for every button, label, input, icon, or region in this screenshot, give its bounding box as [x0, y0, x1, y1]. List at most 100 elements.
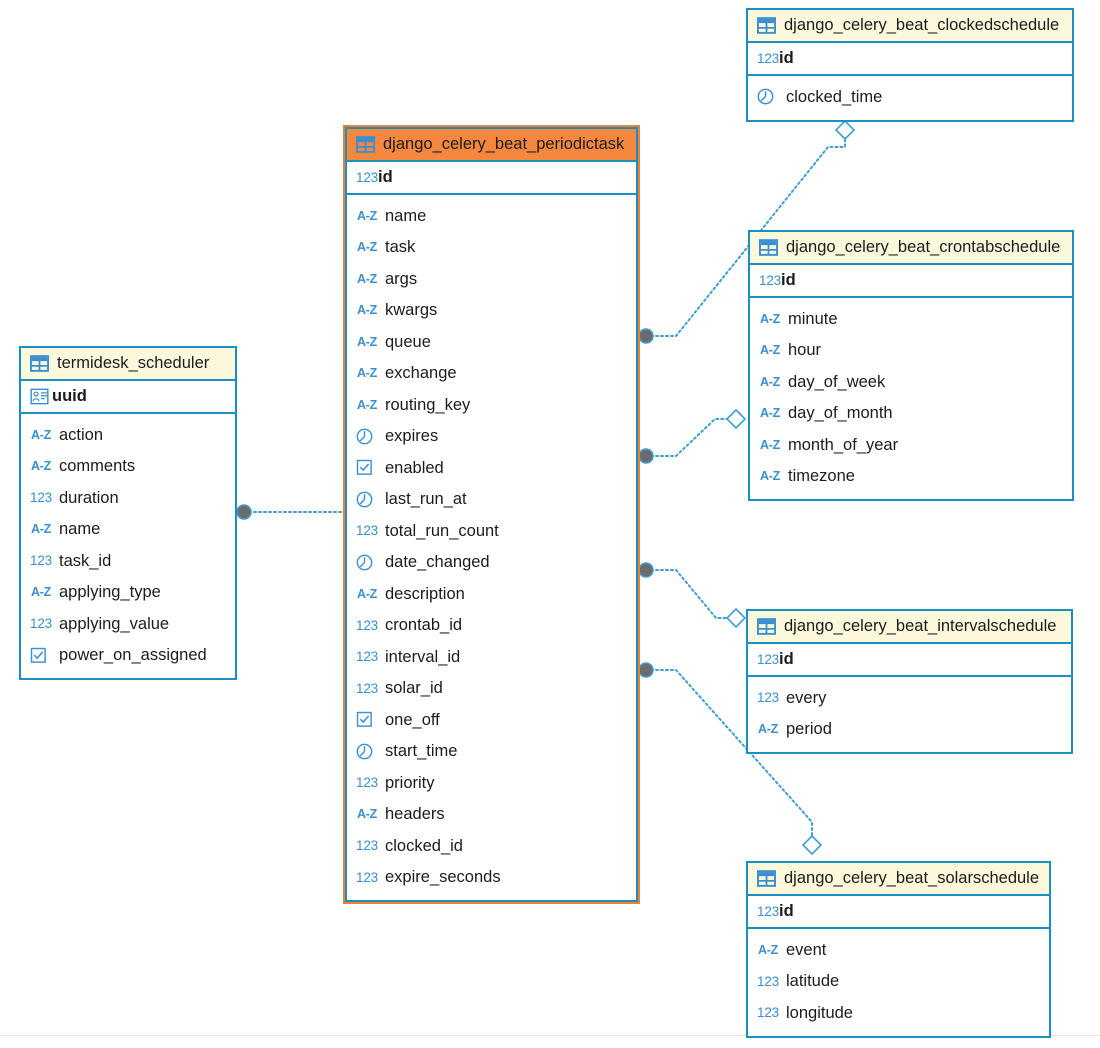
field-label: priority: [385, 773, 435, 792]
field-row[interactable]: clocked_time: [757, 81, 1063, 113]
123-type-icon: 123: [757, 973, 779, 989]
field-row[interactable]: A-Z name: [356, 200, 627, 232]
relationship-target-endpoint: [725, 607, 747, 629]
entity-header[interactable]: termidesk_scheduler: [21, 348, 235, 381]
123-type-icon: 123: [356, 169, 378, 185]
az-type-icon: A-Z: [357, 397, 377, 412]
field-label: date_changed: [385, 553, 490, 571]
entity-title: django_celery_beat_clockedschedule: [784, 15, 1060, 34]
uuid-type-icon: [30, 386, 52, 406]
primary-key-label: id: [779, 901, 794, 920]
field-label: queue: [385, 332, 431, 351]
123-type-icon: 123: [757, 50, 779, 66]
field-row[interactable]: date_changed: [356, 547, 627, 579]
field-label: kwargs: [385, 301, 438, 319]
123-type-icon: 123: [757, 903, 779, 919]
az-type-icon: A-Z: [357, 208, 377, 223]
entity-header[interactable]: django_celery_beat_periodictask: [347, 129, 636, 162]
field-label: task_id: [59, 551, 112, 570]
entity-title: django_celery_beat_intervalschedule: [784, 616, 1057, 635]
table-icon: [757, 16, 776, 34]
relationship-rel-scheduler-periodictask[interactable]: [236, 504, 346, 520]
entity-header[interactable]: django_celery_beat_solarschedule: [748, 863, 1049, 896]
entity-title: django_celery_beat_solarschedule: [784, 868, 1040, 887]
123-type-icon: 123: [30, 553, 52, 569]
relationship-source-endpoint: [638, 448, 654, 464]
field-row[interactable]: 123 task_id: [30, 545, 226, 577]
field-label: day_of_week: [788, 372, 886, 391]
field-row[interactable]: enabled: [356, 452, 627, 484]
primary-key-row[interactable]: uuid: [21, 381, 235, 414]
field-label: action: [59, 425, 104, 444]
az-type-icon: A-Z: [357, 240, 377, 255]
field-label: name: [385, 206, 427, 225]
field-label: clocked_id: [385, 836, 463, 855]
field-row[interactable]: A-Z day_of_week: [759, 366, 1063, 398]
field-row[interactable]: A-Z name: [30, 514, 226, 546]
field-label: one_off: [385, 710, 440, 729]
az-type-icon: A-Z: [760, 374, 780, 389]
field-row[interactable]: expires: [356, 421, 627, 453]
field-row[interactable]: power_on_assigned: [30, 640, 226, 672]
table-icon: [757, 869, 776, 887]
field-row[interactable]: start_time: [356, 736, 627, 768]
field-row[interactable]: last_run_at: [356, 484, 627, 516]
entity-header[interactable]: django_celery_beat_crontabschedule: [750, 232, 1072, 265]
relationship-target-endpoint: [725, 408, 747, 430]
az-type-icon: A-Z: [357, 366, 377, 381]
checkbox-type-icon: [356, 710, 378, 730]
entity-header[interactable]: django_celery_beat_intervalschedule: [748, 611, 1071, 644]
entity-header[interactable]: django_celery_beat_clockedschedule: [748, 10, 1072, 43]
az-type-icon: A-Z: [758, 942, 778, 957]
field-label: crontab_id: [385, 616, 463, 634]
field-row[interactable]: one_off: [356, 704, 627, 736]
field-label: description: [385, 584, 465, 603]
relationship-rel-periodictask-crontabschedule[interactable]: [638, 408, 747, 464]
az-type-icon: A-Z: [31, 522, 51, 537]
field-label: name: [59, 520, 101, 538]
relationship-rel-periodictask-intervalschedule[interactable]: [638, 562, 747, 629]
